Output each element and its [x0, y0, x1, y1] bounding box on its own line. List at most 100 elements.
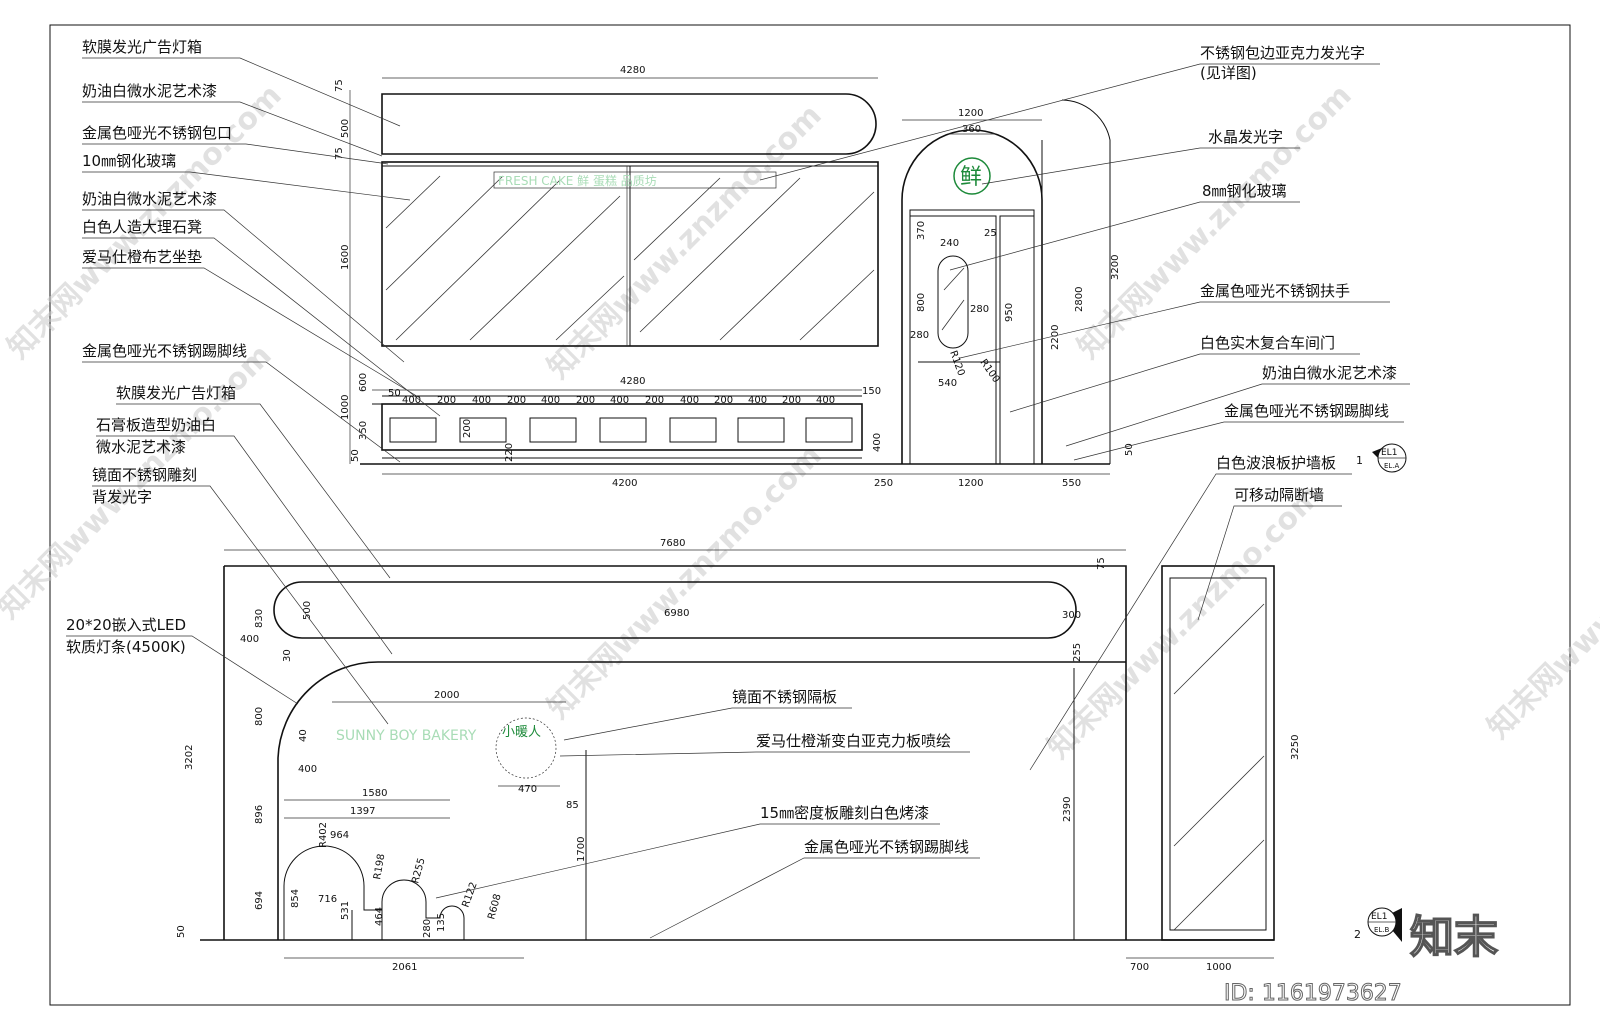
label-upper-right-4: 金属色哑光不锈钢扶手: [1200, 282, 1350, 300]
dim-glass-h: 1600: [340, 245, 351, 270]
dim-l470: 470: [518, 784, 537, 795]
movable-partition: [1161, 565, 1275, 941]
label-upper-left-0: 软膜发光广告灯箱: [82, 38, 202, 56]
lower-left-annotations: 软膜发光广告灯箱 石膏板造型奶油白 微水泥艺术漆 镜面不锈钢雕刻 背发光字 20…: [66, 384, 393, 725]
drawing-id: ID: 1161973627: [1224, 981, 1402, 1006]
label-lower-left-3: 镜面不锈钢雕刻: [92, 466, 197, 484]
watermark-text: 知末网www.znzmo.com: [1071, 78, 1359, 366]
dim-l964: 964: [330, 830, 349, 841]
lower-dimensions: 7680 6980 75 500 300 830 400 30 255 3202…: [176, 538, 1301, 973]
dim-top-75a: 75: [334, 79, 345, 92]
label-lower-right-5: 金属色哑光不锈钢踢脚线: [804, 838, 969, 856]
drawing-frame: [49, 24, 1571, 1006]
label-lower-right-3: 爱马仕橙渐变白亚克力板喷绘: [756, 732, 951, 750]
dim-l1000: 1000: [1206, 962, 1231, 973]
dim-bottom-1200: 1200: [958, 478, 983, 489]
dim-total-h: 1000: [340, 395, 351, 420]
dim-l255: 255: [1072, 643, 1083, 662]
bench-seg: 400: [680, 395, 699, 406]
lower-arch-shape: [277, 661, 1126, 940]
lower-sign-text: SUNNY BOY BAKERY: [336, 728, 477, 744]
dim-l716: 716: [318, 894, 337, 905]
label-upper-left-6: 爱马仕橙布艺坐垫: [82, 248, 202, 266]
dim-220: 220: [504, 443, 515, 462]
bench-seg: 400: [402, 395, 421, 406]
dim-bottom-250: 250: [874, 478, 893, 489]
dim-l896: 896: [254, 805, 265, 824]
dim-lightbox-h: 500: [340, 119, 351, 138]
dim-50r: 50: [1124, 443, 1135, 456]
dim-600: 600: [358, 373, 369, 392]
label-lower-left-1: 石膏板造型奶油白: [96, 416, 216, 434]
dim-800: 800: [916, 293, 927, 312]
section-1-num: 1: [1356, 454, 1363, 467]
dim-l2061: 2061: [392, 962, 417, 973]
label-lower-right-1: 可移动隔断墙: [1234, 486, 1324, 504]
bench-seg: 400: [816, 395, 835, 406]
dim-l464: 464: [374, 907, 385, 926]
bench-cushions: [389, 417, 853, 443]
glass-hatch: [385, 175, 875, 341]
watermark-text: 知末网www.znzmo.com: [1481, 458, 1600, 746]
dim-l135: 135: [436, 913, 447, 932]
dim-r402: R402: [318, 822, 329, 848]
dim-280a: 280: [970, 304, 989, 315]
upper-right-annotations: 不锈钢包边亚克力发光字 (见详图) 水晶发光字 8㎜钢化玻璃 金属色哑光不锈钢扶…: [759, 44, 1410, 461]
section-1-sub: EL.A: [1384, 462, 1400, 470]
dim-l400a: 400: [240, 634, 259, 645]
section-2-num: 2: [1354, 928, 1361, 941]
dim-200v: 200: [462, 419, 473, 438]
dim-350: 350: [358, 421, 369, 440]
label-lower-left-4: 背发光字: [92, 488, 152, 506]
label-upper-left-2: 金属色哑光不锈钢包口: [82, 124, 232, 142]
dim-bottom-4200: 4200: [612, 478, 637, 489]
dim-l300: 300: [1062, 610, 1081, 621]
dim-l700: 700: [1130, 962, 1149, 973]
bench-body: [381, 403, 863, 451]
label-upper-left-1: 奶油白微水泥艺术漆: [82, 82, 217, 100]
label-lower-left-2: 微水泥艺术漆: [96, 438, 186, 456]
lower-right-annotations: 白色波浪板护墙板 可移动隔断墙 镜面不锈钢隔板 爱马仕橙渐变白亚克力板喷绘 15…: [435, 454, 1352, 939]
label-upper-right-0: 不锈钢包边亚克力发光字: [1200, 44, 1365, 62]
bench-seg: 200: [507, 395, 526, 406]
dim-door-top: 360: [962, 124, 981, 135]
label-upper-right-6: 奶油白微水泥艺术漆: [1262, 364, 1397, 382]
upper-dimensions: 4280 4280 75 500 75 1600 1000 600 350 50…: [334, 65, 1135, 489]
dim-l830: 830: [254, 609, 265, 628]
bench-seg: 400: [472, 395, 491, 406]
section-2-code: EL1: [1371, 912, 1387, 922]
dim-l50: 50: [176, 925, 187, 938]
upper-elevation: FRESH CAKE 鲜 蛋糕 品质坊 鲜: [82, 38, 1410, 489]
dim-l280: 280: [422, 919, 433, 938]
dim-door-w: 1200: [958, 108, 983, 119]
bench-seg: 200: [782, 395, 801, 406]
dim-l3202: 3202: [184, 745, 195, 770]
dim-l2390: 2390: [1062, 797, 1073, 822]
label-lower-left-5: 20*20嵌入式LED: [66, 616, 186, 634]
label-upper-right-7: 金属色哑光不锈钢踢脚线: [1224, 402, 1389, 420]
dim-l400b: 400: [298, 764, 317, 775]
watermark-text: 知末网www.znzmo.com: [1041, 478, 1329, 766]
dim-l1700: 1700: [576, 837, 587, 862]
dim-total-w: 7680: [660, 538, 685, 549]
section-mark-1: 1 EL1 EL.A: [1356, 443, 1407, 473]
dim-l854: 854: [290, 889, 301, 908]
section-1-code: EL1: [1381, 448, 1397, 458]
dim-r120: R120: [947, 349, 966, 377]
label-upper-left-5: 白色人造大理石凳: [82, 218, 202, 236]
dim-l3250: 3250: [1290, 735, 1301, 760]
section-mark-2: 2 EL1 EL.B: [1354, 907, 1402, 942]
bench-seg: 150: [862, 386, 881, 397]
dim-l1580: 1580: [362, 788, 387, 799]
lower-sign-cn: 小暖人: [502, 725, 541, 740]
label-lower-right-2: 镜面不锈钢隔板: [732, 688, 837, 706]
lower-lightbox: [273, 581, 1077, 639]
door-oval-window: [937, 255, 969, 349]
label-lower-right-4: 15㎜密度板雕刻白色烤漆: [760, 804, 929, 822]
dim-l500: 500: [302, 601, 313, 620]
dim-l40: 40: [298, 729, 309, 742]
dim-3200: 3200: [1110, 255, 1121, 280]
label-upper-right-3: 8㎜钢化玻璃: [1202, 182, 1287, 200]
watermark-text: 知末网www.znzmo.com: [541, 98, 829, 386]
lightbox-outline: [381, 93, 877, 155]
